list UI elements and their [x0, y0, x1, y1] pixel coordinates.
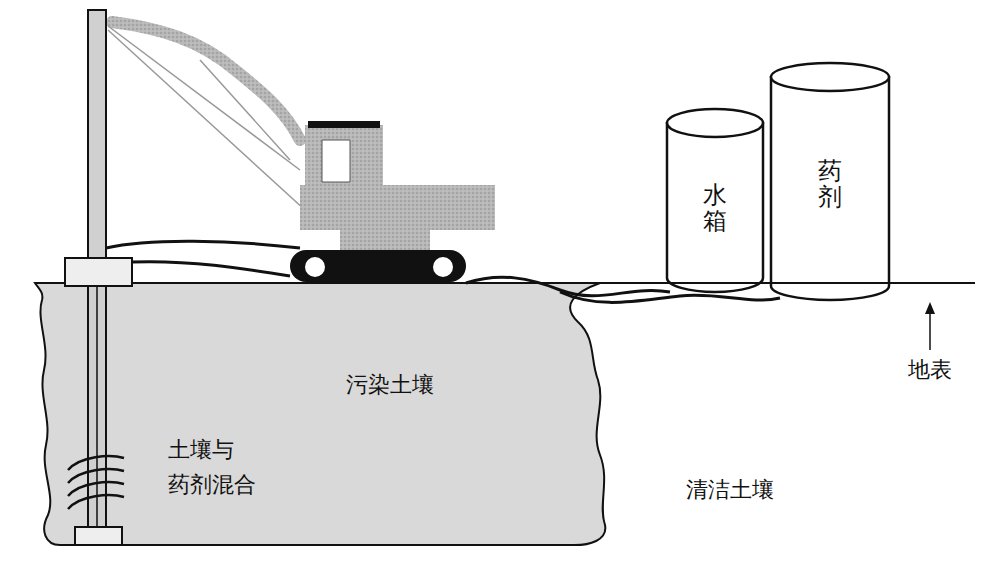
boom — [112, 22, 300, 140]
boom-cables — [108, 26, 305, 210]
node-text: 药剂 — [818, 158, 842, 211]
tank: 水箱 — [666, 108, 764, 292]
region-outline — [15, 283, 615, 548]
ground-line — [600, 282, 975, 284]
node-text: 污染土壤 — [346, 370, 434, 400]
excavator — [290, 121, 495, 282]
surface-arrow — [925, 302, 935, 350]
node-text: 水箱 — [703, 182, 727, 235]
tank: 药剂 — [770, 62, 890, 300]
soil-region: 污染土壤 — [15, 283, 615, 548]
clean-soil-label: 清洁土壤 — [686, 475, 774, 505]
surface-label: 地表 — [908, 355, 952, 385]
mixing-label: 土壤与 药剂混合 — [168, 432, 267, 502]
